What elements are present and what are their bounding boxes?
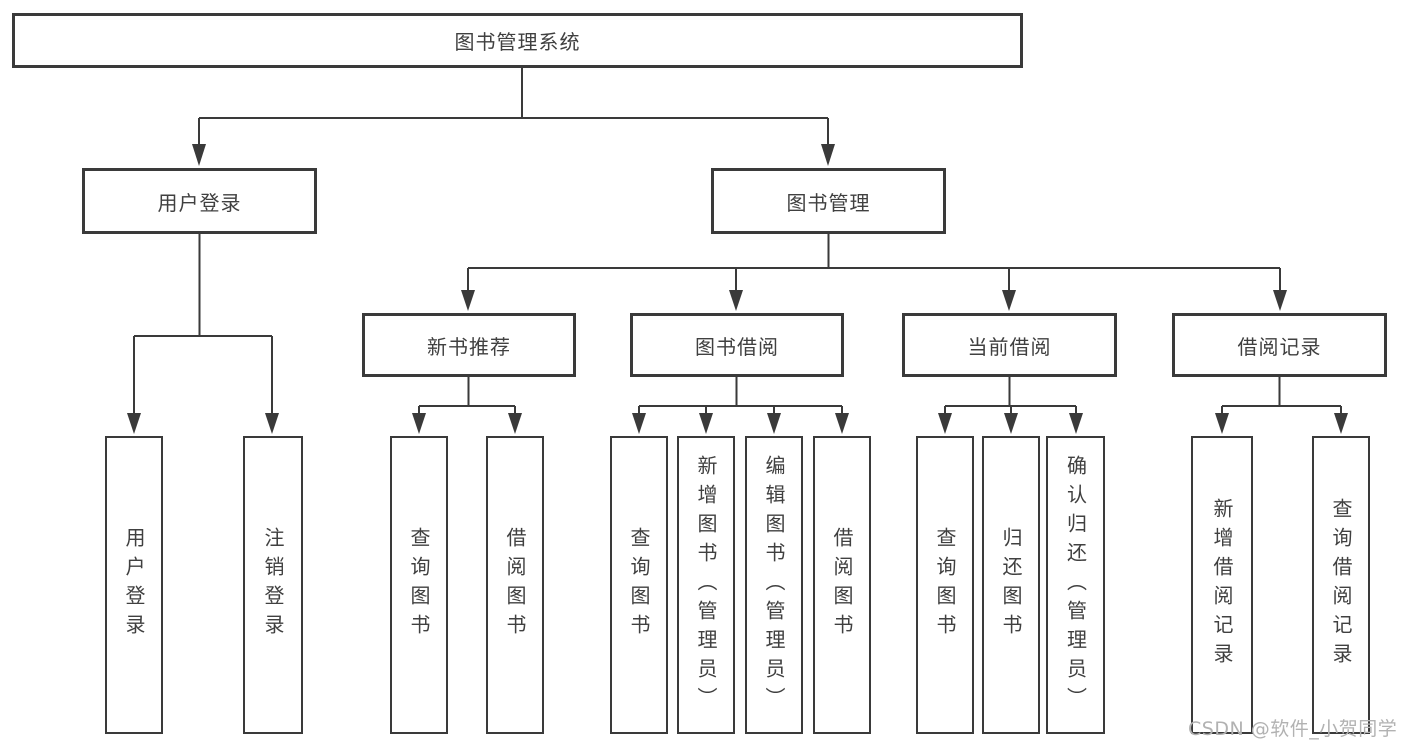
leaf-label: 编辑图书（管理员）	[762, 454, 786, 716]
leaf-user-login: 用户登录	[105, 436, 163, 734]
leaf-add-borrow-record: 新增借阅记录	[1191, 436, 1253, 734]
leaf-label: 查询图书	[407, 527, 431, 643]
leaf-confirm-return-admin: 确认归还（管理员）	[1046, 436, 1105, 734]
leaf-add-books-admin: 新增图书（管理员）	[677, 436, 735, 734]
node-current-borrowing: 当前借阅	[902, 313, 1117, 377]
leaf-label: 注销登录	[261, 527, 285, 643]
leaf-query-borrow-record: 查询借阅记录	[1312, 436, 1370, 734]
leaf-borrow-books: 借阅图书	[813, 436, 871, 734]
csdn-watermark: CSDN @软件_小贺同学	[1188, 718, 1398, 740]
node-new-book-recommendation: 新书推荐	[362, 313, 576, 377]
leaf-label: 归还图书	[999, 527, 1023, 643]
leaf-label: 查询借阅记录	[1329, 498, 1353, 672]
leaf-label: 用户登录	[122, 527, 146, 643]
leaf-borrow-books: 借阅图书	[486, 436, 544, 734]
leaf-query-books: 查询图书	[916, 436, 974, 734]
node-book-borrowing: 图书借阅	[630, 313, 844, 377]
leaf-label: 确认归还（管理员）	[1063, 454, 1088, 716]
leaf-edit-books-admin: 编辑图书（管理员）	[745, 436, 803, 734]
leaf-query-books: 查询图书	[390, 436, 448, 734]
node-user-login: 用户登录	[82, 168, 317, 234]
arrowheads	[127, 144, 1348, 434]
leaf-label: 查询图书	[627, 527, 651, 643]
leaf-label: 借阅图书	[503, 527, 527, 643]
leaf-logout: 注销登录	[243, 436, 303, 734]
node-library-management-system: 图书管理系统	[12, 13, 1023, 68]
tree-edges	[132, 68, 1343, 420]
leaf-label: 查询图书	[933, 527, 957, 643]
node-book-management: 图书管理	[711, 168, 946, 234]
leaf-label: 新增借阅记录	[1210, 498, 1234, 672]
node-borrowing-records: 借阅记录	[1172, 313, 1387, 377]
leaf-label: 借阅图书	[830, 527, 854, 643]
leaf-label: 新增图书（管理员）	[694, 454, 718, 716]
leaf-return-books: 归还图书	[982, 436, 1040, 734]
leaf-query-books: 查询图书	[610, 436, 668, 734]
